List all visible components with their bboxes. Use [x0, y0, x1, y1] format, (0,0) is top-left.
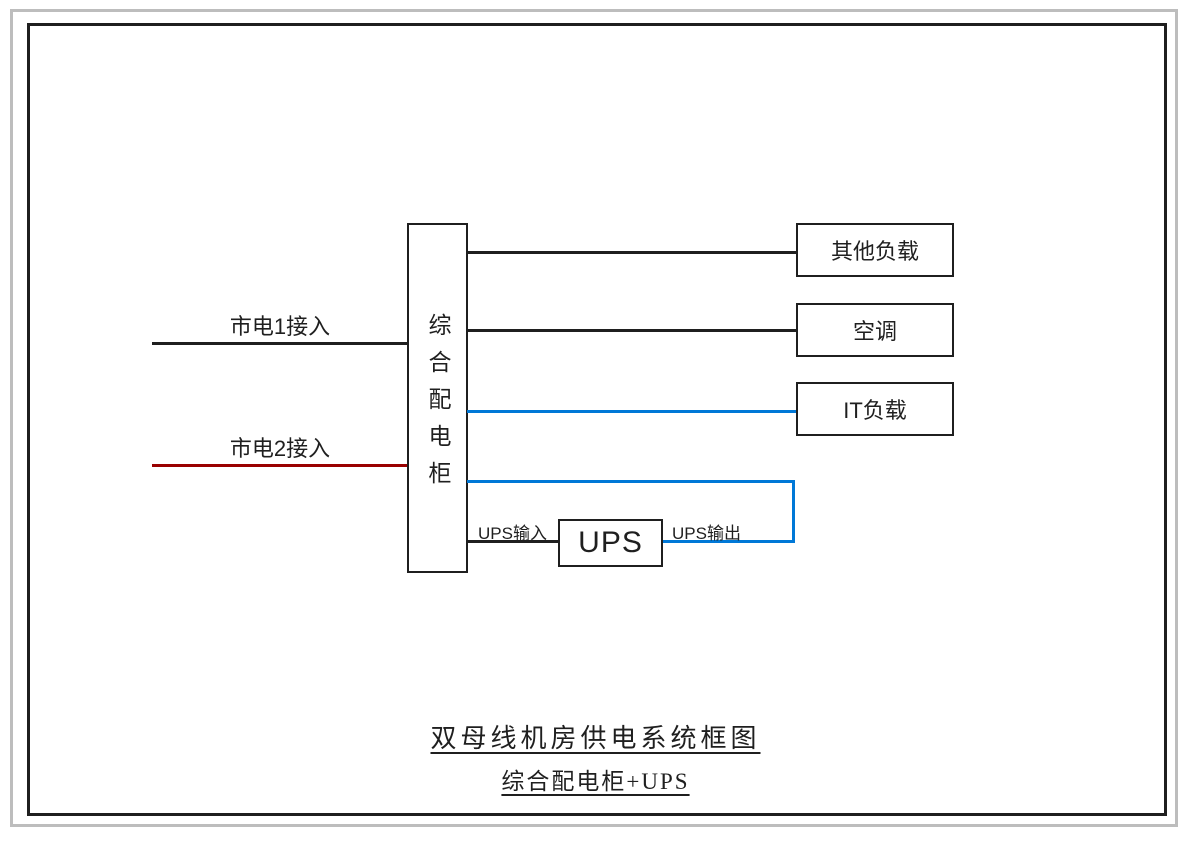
distribution-cabinet-box: 综合配电柜: [407, 223, 468, 573]
mains1-line: [152, 342, 407, 345]
load-box-it: IT负载: [796, 382, 954, 436]
load-box-other: 其他负载: [796, 223, 954, 277]
load-box-other-label: 其他负载: [830, 239, 919, 264]
mains2-label: 市电2接入: [229, 436, 331, 461]
diagram-subtitle: 综合配电柜+UPS: [501, 769, 690, 794]
ups-input-line: [467, 540, 558, 543]
load-box-air-conditioner: 空调: [796, 303, 954, 357]
ups-output-label: UPS输出: [672, 524, 741, 543]
diagram-title: 双母线机房供电系统框图: [430, 724, 761, 753]
diagram-frame: [27, 23, 1167, 816]
ups-input-label: UPS输入: [478, 524, 547, 543]
outer-border: [10, 9, 1178, 827]
load-box-it-label: IT负载: [843, 398, 907, 423]
it-load-line: [467, 410, 796, 413]
ups-box: UPS: [558, 519, 663, 567]
mains2-line: [152, 464, 407, 467]
ups-return-line-top: [467, 480, 795, 483]
other-load-line: [467, 251, 796, 254]
ups-box-label: UPS: [578, 526, 643, 559]
air-conditioner-line: [467, 329, 796, 332]
ups-return-line-vertical: [792, 480, 795, 543]
mains1-label: 市电1接入: [229, 314, 331, 339]
load-box-air-conditioner-label: 空调: [852, 319, 897, 344]
distribution-cabinet-label: 综合配电柜: [425, 312, 451, 498]
ups-output-line: [663, 540, 795, 543]
